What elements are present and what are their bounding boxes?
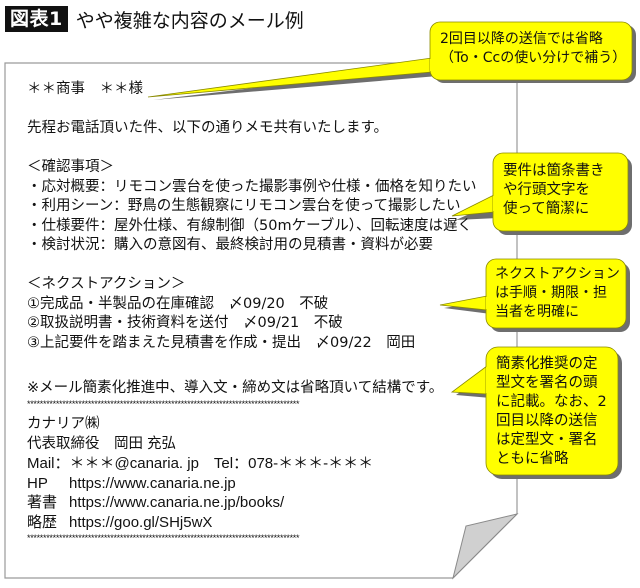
next-action-item: ①完成品・半製品の在庫確認 〆09/20 不破 xyxy=(27,295,329,312)
callout-2-line: 要件は箇条書き xyxy=(503,163,605,179)
callout-4-line: ともに省略 xyxy=(496,451,569,467)
callout-1-shape xyxy=(147,21,636,100)
signature-profile-link[interactable]: https://goo.gl/SHj5wX xyxy=(69,513,213,531)
email-intro: 先程お電話頂いた件、以下の通りメモ共有いたします。 xyxy=(27,120,389,136)
callout-4-line: 簡素化推奨の定 xyxy=(496,356,598,372)
callout-4-line: 回目以降の送信 xyxy=(496,413,598,429)
email-body: ＊＊商事 ＊＊様 先程お電話頂いた件、以下の通りメモ共有いたします。 ＜確認事項… xyxy=(27,80,487,544)
callout-1: 2回目以降の送信では省略 （To・Ccの使い分けで補う） xyxy=(440,30,626,68)
next-action-item: ②取扱説明書・技術資料を送付 〆09/21 不破 xyxy=(27,315,343,331)
folded-corner xyxy=(452,513,519,580)
confirm-item: ・応対概要：リモコン雲台を使った撮影事例や仕様・価格を知りたい xyxy=(27,178,477,195)
callout-3: ネクストアクション は手順・期限・担 当者を明確に xyxy=(495,265,620,322)
figure-caption: やや複雑な内容のメール例 xyxy=(75,9,304,32)
confirm-heading: ＜確認事項＞ xyxy=(27,159,114,175)
callout-4-shape xyxy=(450,346,622,479)
simplification-note: ※メール簡素化推進中、導入文・締め文は省略頂いて結構です。 xyxy=(27,379,444,396)
confirm-item: ・検討状況：購入の意図有、最終検討用の見積書・資料が必要 xyxy=(27,237,433,253)
confirm-item: ・仕様要件：屋外仕様、有線制御（50mケーブル）、回転速度は遅く xyxy=(27,217,472,234)
signature-hp-row: HP https://www.canaria.ne.jp xyxy=(27,474,487,494)
email-addressee: ＊＊商事 ＊＊様 xyxy=(27,81,143,97)
callout-2: 要件は箇条書き や行頭文字を 使って簡潔に xyxy=(503,162,605,219)
callout-3-line: ネクストアクション xyxy=(495,266,620,282)
signature-hp-link[interactable]: https://www.canaria.ne.jp xyxy=(69,474,236,492)
callout-3-line: 当者を明確に xyxy=(495,304,579,320)
callout-4-line: は定型文・署名 xyxy=(496,432,598,448)
callout-1-line: （To・Ccの使い分けで補う） xyxy=(440,50,627,66)
signature-separator-top: ****************************************… xyxy=(27,399,300,409)
signature-hp-label: HP xyxy=(27,474,48,492)
figure-title: 図表1 やや複雑な内容のメール例 xyxy=(5,6,304,32)
signature-profile-row: 略歴 https://goo.gl/SHj5wX xyxy=(27,513,487,533)
signature-books-label: 著書 xyxy=(27,494,58,511)
callout-3-shape xyxy=(439,258,630,332)
signature-books-row: 著書 https://www.canaria.ne.jp/books/ xyxy=(27,493,487,513)
callout-2-shape xyxy=(451,152,632,235)
callout-1-line: 2回目以降の送信では省略 xyxy=(440,31,603,47)
callout-4-line: 型文を署名の頭 xyxy=(496,375,598,391)
next-action-item: ③上記要件を踏まえた見積書を作成・提出 〆09/22 岡田 xyxy=(27,334,416,351)
signature-name: 代表取締役 岡田 充弘 xyxy=(27,435,177,452)
callout-4: 簡素化推奨の定 型文を署名の頭 に記載。なお、2 回目以降の送信 は定型文・署名… xyxy=(496,355,607,469)
signature-contact: Mail：＊＊＊@canaria. jp Tel：078-＊＊＊-＊＊＊ xyxy=(27,455,374,472)
confirm-item: ・利用シーン：野鳥の生態観察にリモコン雲台を使って撮影したい xyxy=(27,198,461,214)
callout-3-line: は手順・期限・担 xyxy=(495,285,607,301)
signature-block: カナリア㈱ 代表取締役 岡田 充弘 Mail：＊＊＊@canaria. jp T… xyxy=(27,415,487,532)
signature-separator-bottom: ****************************************… xyxy=(27,533,300,543)
figure-badge: 図表1 xyxy=(5,6,68,32)
signature-company: カナリア㈱ xyxy=(27,416,100,432)
signature-profile-label: 略歴 xyxy=(27,513,58,531)
callout-4-line: に記載。なお、2 xyxy=(496,394,607,410)
callout-2-line: や行頭文字を xyxy=(503,182,590,198)
callout-2-line: 使って簡潔に xyxy=(503,201,590,217)
signature-books-link[interactable]: https://www.canaria.ne.jp/books/ xyxy=(69,494,285,511)
next-action-heading: ＜ネクストアクション＞ xyxy=(27,276,186,292)
